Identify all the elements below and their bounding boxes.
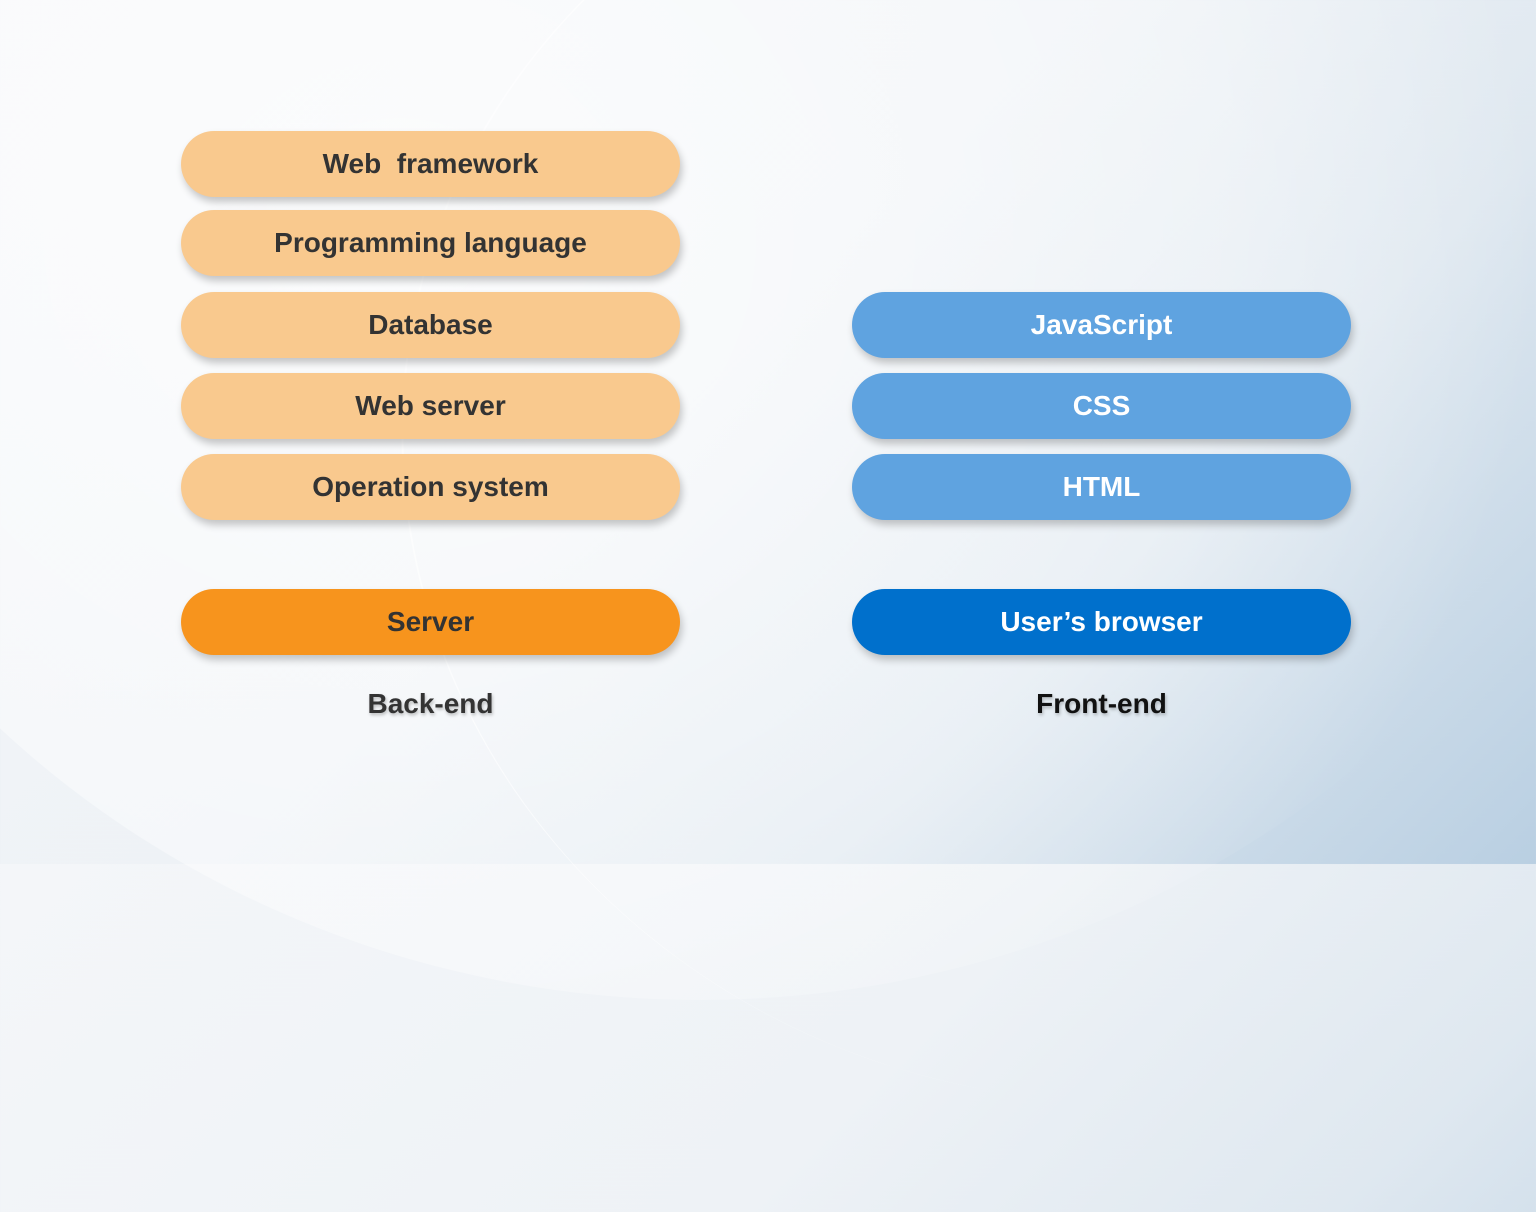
- backend-layer-operation-system: Operation system: [181, 454, 680, 520]
- layer-label: HTML: [1062, 471, 1141, 502]
- frontend-layer-css: CSS: [852, 373, 1351, 439]
- backend-layer-database: Database: [181, 292, 680, 358]
- backend-caption: Back-end: [367, 688, 494, 719]
- layer-label: CSS: [1072, 390, 1131, 421]
- frontend-layer-html: HTML: [852, 454, 1351, 520]
- backend-layer-web-server: Web server: [181, 373, 680, 439]
- frontend-base-browser: User’s browser: [852, 589, 1351, 655]
- layer-label: Web framework: [322, 148, 539, 179]
- layer-label: Web server: [355, 390, 506, 421]
- base-label: User’s browser: [1000, 606, 1203, 637]
- layer-label: JavaScript: [1030, 309, 1173, 340]
- frontend-layer-javascript: JavaScript: [852, 292, 1351, 358]
- backend-layer-web-framework: Web framework: [181, 131, 680, 197]
- base-label: Server: [386, 606, 475, 637]
- layer-label: Programming language: [274, 227, 587, 258]
- layer-label: Operation system: [312, 471, 549, 502]
- backend-base-server: Server: [181, 589, 680, 655]
- frontend-caption: Front-end: [1036, 688, 1167, 719]
- backend-layer-programming-language: Programming language: [181, 210, 680, 276]
- layer-label: Database: [368, 309, 493, 340]
